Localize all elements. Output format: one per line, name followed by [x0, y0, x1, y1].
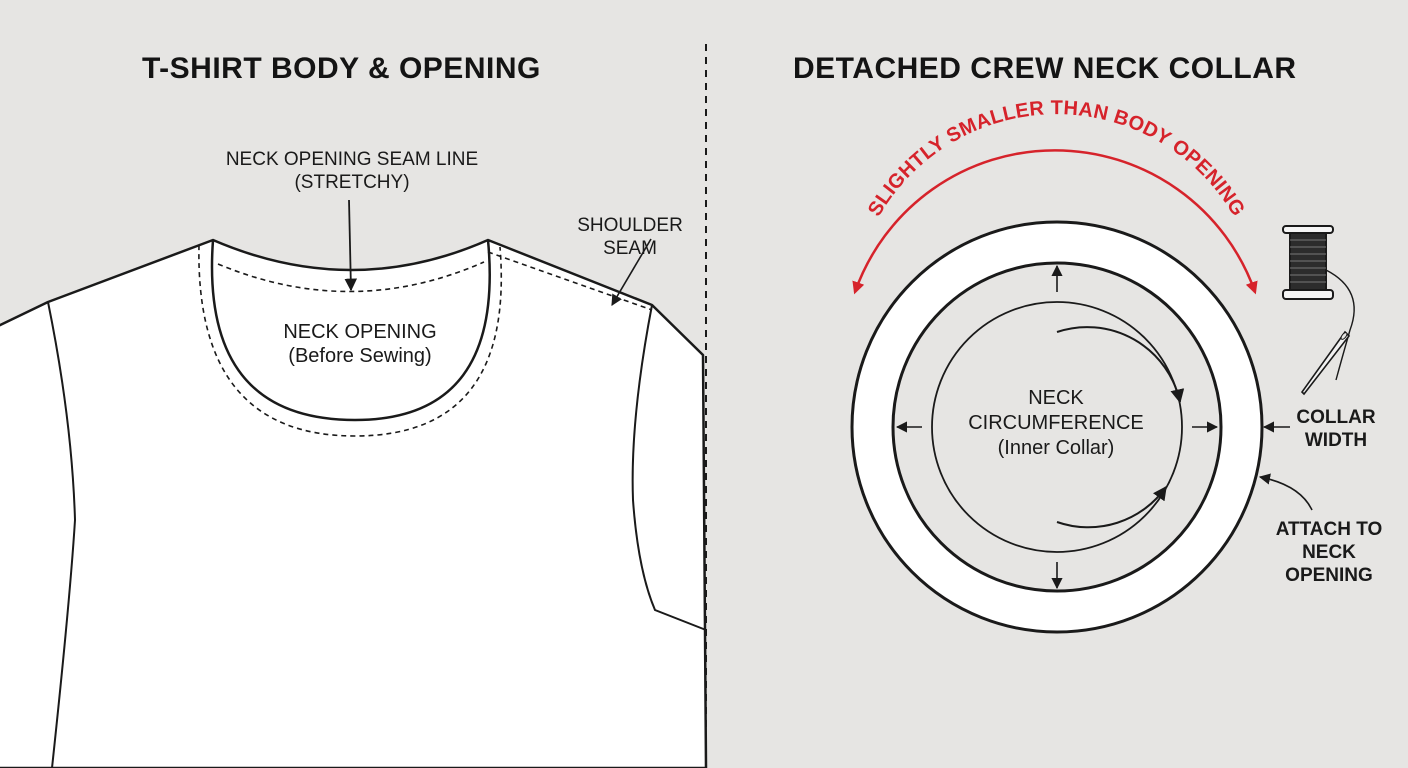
neckline [198, 239, 502, 437]
collar-ring [850, 220, 1264, 634]
collar-dimension-arrows [895, 264, 1290, 590]
arc-label: SLIGHTLY SMALLER THAN BODY OPENING [864, 97, 1249, 220]
shoulder-seam-line [487, 238, 653, 311]
attach-label: ATTACH TO NECK OPENING [1275, 519, 1383, 586]
sewing-needle-icon [1300, 330, 1351, 396]
seam-line-pointer [344, 199, 358, 292]
circumference-arrows [1056, 326, 1185, 529]
attach-pointer [1258, 473, 1313, 511]
size-arc-arrow [852, 149, 1258, 295]
seam-line-label: NECK OPENING SEAM LINE (STRETCHY) [225, 149, 479, 193]
shoulder-seam-label: SHOULDER SEAM [577, 215, 683, 259]
neck-opening-label: NECK OPENING (Before Sewing) [283, 321, 437, 367]
thread-spool-icon [1282, 225, 1355, 381]
collar-width-label: COLLAR WIDTH [1296, 407, 1376, 451]
t-shirt-body [0, 238, 708, 768]
right-panel-title: DETACHED CREW NECK COLLAR [793, 52, 1297, 85]
circumference-label: NECK CIRCUMFERENCE (Inner Collar) [968, 387, 1144, 459]
left-panel-title: T-SHIRT BODY & OPENING [142, 52, 541, 85]
sleeve-seam-lines [47, 301, 707, 768]
